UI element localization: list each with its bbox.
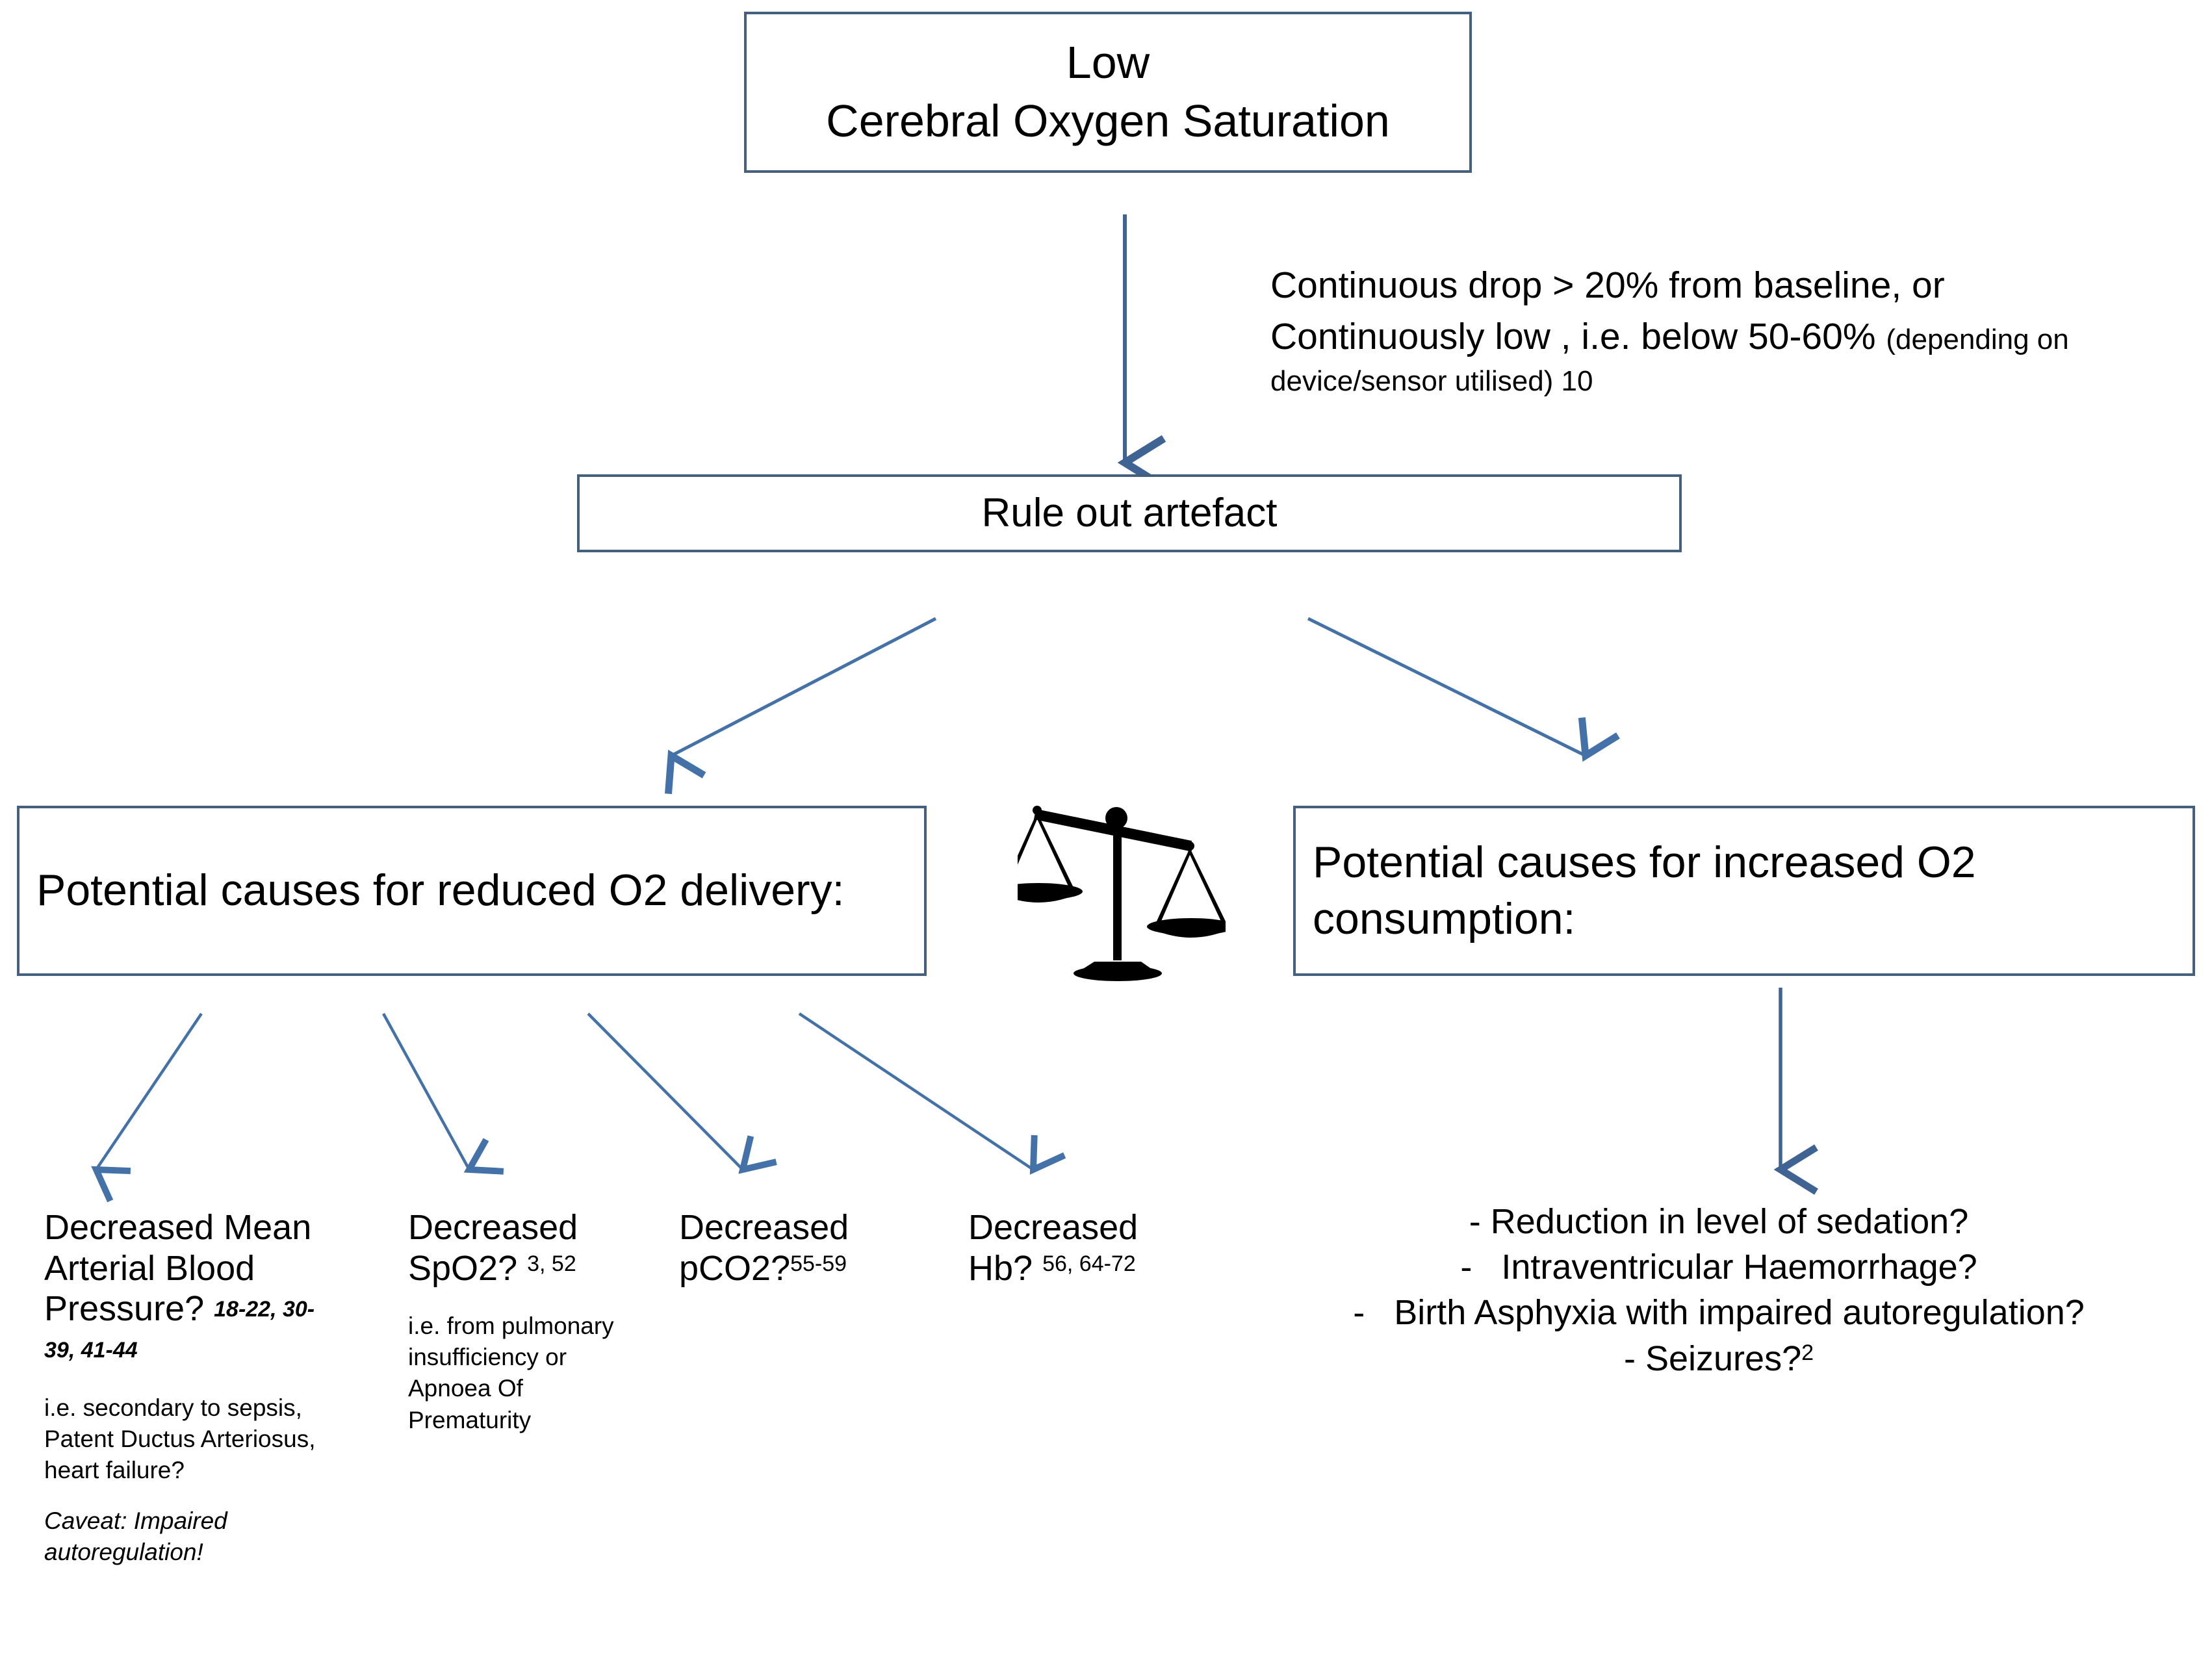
list-bullet: - — [1469, 1202, 1481, 1241]
leaf-hb-refs: 56, 64-72 — [1042, 1251, 1136, 1276]
leaf-map-head-text: Decreased Mean Arterial Blood Pressure? — [44, 1208, 312, 1329]
leaf-map-head: Decreased Mean Arterial Blood Pressure? … — [44, 1207, 337, 1370]
arrow-artefact-to-increased — [1307, 617, 1620, 762]
leaf-hb-head: Decreased Hb? 56, 64-72 — [968, 1207, 1202, 1288]
list-item: - Birth Asphyxia with impaired autoregul… — [1238, 1290, 2200, 1335]
criteria-line-3: device/sensor utilised) 10 — [1270, 365, 1593, 398]
node-reduced-label: Potential causes for reduced O2 delivery… — [36, 865, 845, 916]
balance-scale-icon — [994, 801, 1235, 982]
node-increased-label: Potential causes for increased O2 consum… — [1313, 837, 1976, 943]
list-item-text: Birth Asphyxia with impaired autoregulat… — [1394, 1293, 2085, 1333]
node-rule-out-artefact: Rule out artefact — [577, 474, 1682, 552]
list-bullet: - — [1353, 1293, 1365, 1333]
list-item-text: Intraventricular Haemorrhage? — [1501, 1248, 1977, 1287]
list-item-text: Seizures? — [1645, 1339, 1802, 1378]
list-item: - Seizures?2 — [1238, 1336, 2200, 1381]
node-low-csat-label: Low Cerebral Oxygen Saturation — [826, 37, 1390, 146]
leaf-spo2-head: Decreased SpO2? 3, 52 — [408, 1207, 623, 1288]
criteria-annotation: Continuous drop > 20% from baseline, or … — [1270, 260, 2193, 402]
leaf-pco2-refs: 55-59 — [790, 1251, 847, 1276]
leaf-decreased-spo2: Decreased SpO2? 3, 52 i.e. from pulmonar… — [408, 1207, 623, 1436]
arrow-reduced-to-spo2 — [382, 1012, 504, 1175]
leaf-map-caveat: Caveat: Impaired autoregulation! — [44, 1507, 227, 1565]
node-low-cerebral-oxygen-saturation: Low Cerebral Oxygen Saturation — [744, 12, 1472, 173]
list-bullet: - — [1623, 1339, 1636, 1378]
arrow-reduced-to-map — [91, 1012, 203, 1203]
leaf-decreased-map: Decreased Mean Arterial Blood Pressure? … — [44, 1207, 337, 1568]
arrow-reduced-to-hb — [798, 1012, 1066, 1175]
node-artefact-label: Rule out artefact — [981, 491, 1278, 536]
leaf-pco2-head-text: Decreased pCO2? — [679, 1208, 849, 1288]
list-bullet: - — [1460, 1248, 1473, 1287]
leaf-spo2-head-text: Decreased SpO2? — [408, 1208, 578, 1288]
list-item-superscript: 2 — [1801, 1340, 1814, 1365]
list-item-text: Reduction in level of sedation? — [1490, 1202, 1969, 1241]
arrow-reduced-to-pco2 — [587, 1012, 777, 1174]
criteria-line-1: Continuous drop > 20% from baseline, or — [1270, 264, 1945, 306]
leaf-hb-head-text: Decreased Hb? — [968, 1208, 1138, 1288]
leaf-spo2-refs: 3, 52 — [527, 1251, 576, 1276]
leaf-decreased-hb: Decreased Hb? 56, 64-72 — [968, 1207, 1202, 1288]
leaf-pco2-head: Decreased pCO2?55-59 — [679, 1207, 920, 1288]
node-increased-o2-consumption: Potential causes for increased O2 consum… — [1293, 806, 2195, 976]
increased-consumption-list: - Reduction in level of sedation? - Intr… — [1238, 1199, 2200, 1381]
list-item: - Intraventricular Haemorrhage? — [1238, 1244, 2200, 1290]
arrow-artefact-to-reduced — [665, 617, 937, 795]
criteria-line-2-main: Continuously low , i.e. below 50-60% — [1270, 315, 1886, 357]
leaf-map-sub: i.e. secondary to sepsis, Patent Ductus … — [44, 1394, 316, 1483]
list-item: - Reduction in level of sedation? — [1238, 1199, 2200, 1244]
leaf-spo2-sub: i.e. from pulmonary insufficiency or Apn… — [408, 1313, 614, 1433]
leaf-map-refs: 18-22, 30-39, 41-44 — [44, 1297, 315, 1363]
leaf-decreased-pco2: Decreased pCO2?55-59 — [679, 1207, 920, 1288]
criteria-line-2: Continuously low , i.e. below 50-60% (de… — [1270, 311, 2193, 363]
node-reduced-o2-delivery: Potential causes for reduced O2 delivery… — [17, 806, 927, 976]
criteria-line-2-small: (depending on — [1886, 323, 2069, 355]
